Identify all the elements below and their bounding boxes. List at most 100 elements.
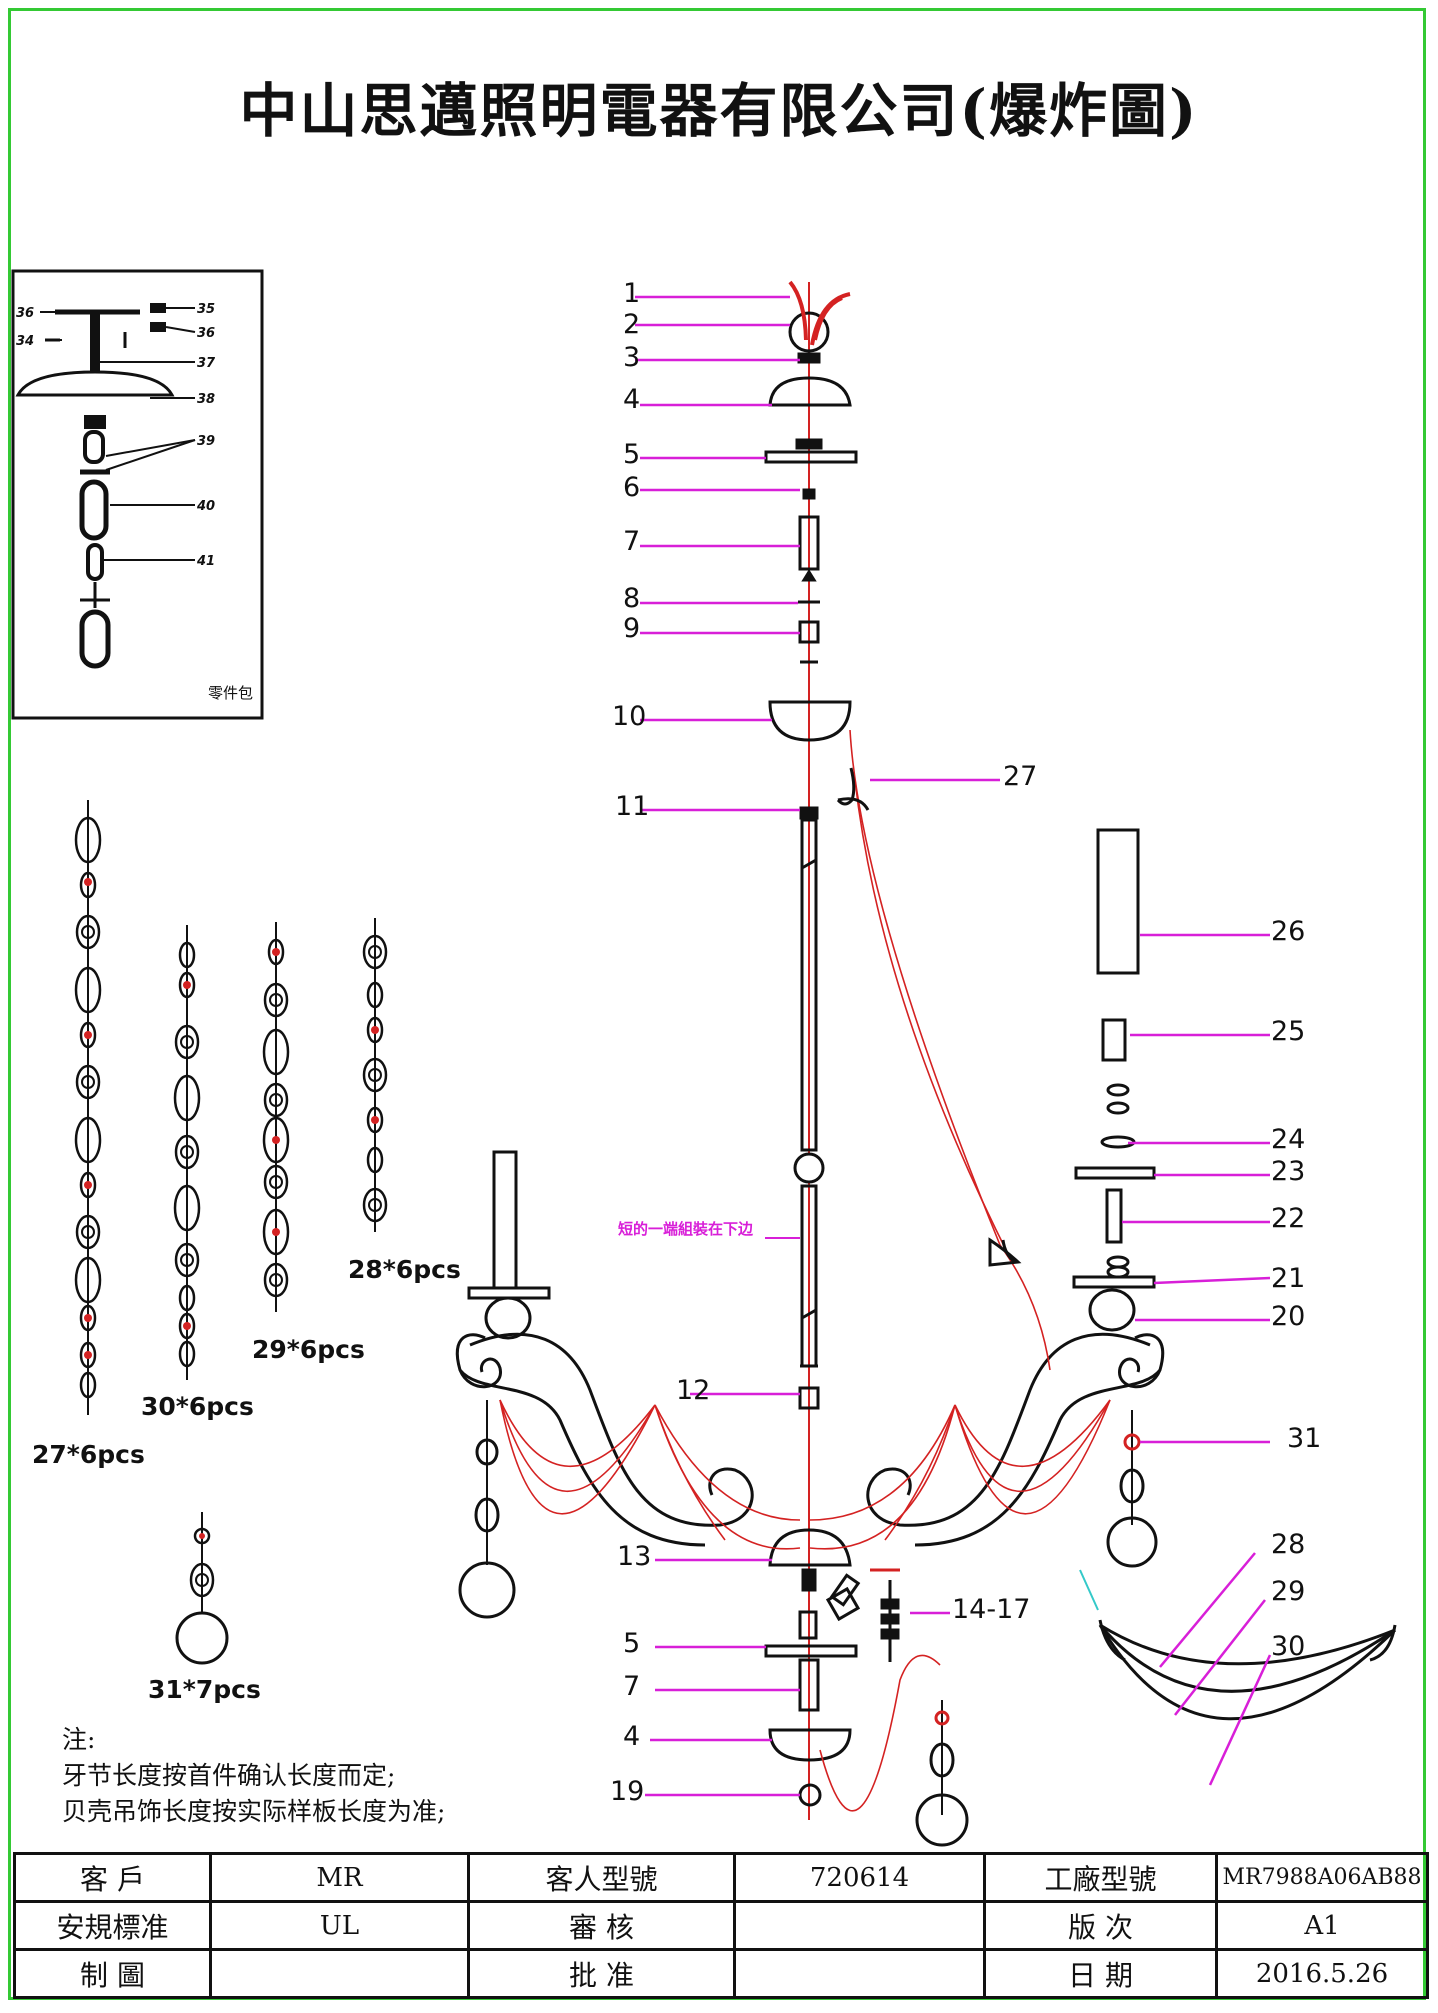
part-label: 2 [623, 309, 640, 340]
note-line: 贝壳吊饰长度按实际样板长度为准; [62, 1797, 446, 1826]
inset-label: 36 [197, 326, 215, 341]
stem-ball [793, 1152, 825, 1184]
part-label: 26 [1271, 916, 1305, 947]
chain-count-label: 27*6pcs [32, 1440, 145, 1469]
part-label: 20 [1271, 1301, 1305, 1332]
canopy-top [768, 376, 852, 407]
center-body [768, 1528, 852, 1567]
approve-value [733, 1948, 986, 1999]
part-label: 3 [623, 342, 640, 373]
inset-label: 34 [16, 334, 34, 349]
socket-parts [825, 1568, 900, 1662]
left-candle-sleeve [492, 1150, 518, 1290]
wire-leads [788, 280, 851, 346]
arms [455, 828, 1165, 1847]
chain-strand-28 [362, 918, 388, 1232]
part-label: 7 [623, 526, 640, 557]
left-scroll [455, 1333, 502, 1389]
inset-nipple [90, 312, 100, 372]
drawn-value [209, 1948, 470, 1999]
version-value: A1 [1215, 1900, 1429, 1951]
title-block-table: 客 戶 MR 客人型號 720614 工廠型號 MR7988A06AB88 安規… [13, 1852, 1429, 1999]
part-label: 25 [1271, 1016, 1305, 1047]
inset-label: 36 [16, 306, 34, 321]
shell-pendants [1079, 1569, 1397, 1721]
cluster-nut [798, 1610, 818, 1640]
part-label: 13 [617, 1541, 651, 1572]
title-block-row: 制 圖 批 准 日 期 2016.5.26 [13, 1948, 1429, 1999]
part-label: 5 [623, 439, 640, 470]
leader-lines [635, 295, 1272, 1797]
assembly-annotation: 短的一端組裝在下边 [618, 1220, 754, 1238]
inset-label: 37 [197, 356, 216, 371]
title-block-row: 客 戶 MR 客人型號 720614 工廠型號 MR7988A06AB88 [13, 1852, 1429, 1903]
customer-label: 客 戶 [13, 1852, 212, 1903]
part-label: 7 [623, 1671, 640, 1702]
part-label: 23 [1271, 1156, 1305, 1187]
review-value [733, 1900, 986, 1951]
chain-strand-30 [173, 925, 201, 1380]
customer-value: MR [209, 1852, 470, 1903]
canopy-cup [768, 700, 852, 742]
date-label: 日 期 [983, 1948, 1218, 1999]
part-label: 1 [623, 278, 640, 309]
drawn-label: 制 圖 [13, 1948, 212, 1999]
page-title: 中山思邁照明電器有限公司(爆炸圖) [239, 77, 1199, 145]
part-label: 12 [676, 1375, 710, 1406]
approve-label: 批 准 [467, 1948, 736, 1999]
part-label: 31 [1287, 1423, 1321, 1454]
part-label: 28 [1271, 1529, 1305, 1560]
inset-border [11, 269, 264, 720]
part-label: 24 [1271, 1124, 1305, 1155]
part-label: 22 [1271, 1203, 1305, 1234]
bottom-cup [768, 1728, 852, 1762]
hardware-kit-inset: 36 35 34 36 37 38 39 40 41 零件包 [11, 269, 264, 720]
inset-label: 35 [197, 302, 215, 317]
inset-label: 41 [196, 554, 215, 569]
part-label: 8 [623, 583, 640, 614]
center-stem [800, 818, 818, 1152]
safety-value: UL [209, 1900, 470, 1951]
part-label: 4 [623, 384, 640, 415]
chain-count-label: 29*6pcs [252, 1335, 365, 1364]
inset-canopy [15, 370, 175, 397]
part-label: 10 [612, 701, 646, 732]
festoon-wires [499, 729, 1111, 1812]
right-scroll [1118, 1333, 1165, 1389]
inset-label: 39 [197, 434, 215, 449]
part-label: 11 [615, 791, 649, 822]
chain-strand-27 [74, 800, 102, 1415]
review-label: 審 核 [467, 1900, 736, 1951]
chain-count-label: 30*6pcs [141, 1392, 254, 1421]
coupler [798, 1386, 820, 1410]
chain-red-beads [84, 878, 379, 1539]
nipple-rod [798, 515, 820, 571]
note-line: 牙节长度按首件确认长度而定; [62, 1761, 396, 1790]
part-label: 30 [1271, 1631, 1305, 1662]
inset-s-hook [79, 479, 109, 541]
part-label: 9 [623, 613, 640, 644]
inset-caption: 零件包 [208, 684, 253, 702]
notes-block: 注: 牙节长度按首件确认长度而定; 贝壳吊饰长度按实际样板长度为准; [62, 1722, 445, 1830]
chain-strand-29 [262, 922, 290, 1312]
customer-model-label: 客人型號 [467, 1852, 736, 1903]
inset-label: 40 [196, 499, 215, 514]
factory-model-value: MR7988A06AB88 [1215, 1852, 1429, 1903]
chain-count-label: 31*7pcs [148, 1675, 261, 1704]
title-block-row: 安規標准 UL 審 核 版 次 A1 [13, 1900, 1429, 1951]
right-candle-sleeve [1096, 828, 1140, 975]
part-label: 19 [610, 1776, 644, 1807]
part-label: 21 [1271, 1263, 1305, 1294]
version-label: 版 次 [983, 1900, 1218, 1951]
loop-ring [788, 311, 830, 353]
chain-count-label: 28*6pcs [348, 1255, 461, 1284]
safety-label: 安規標准 [13, 1900, 212, 1951]
part-label: 27 [1003, 761, 1037, 792]
inset-label: 38 [197, 392, 215, 407]
part-label: 5 [623, 1628, 640, 1659]
part-label: 4 [623, 1721, 640, 1752]
date-value: 2016.5.26 [1215, 1948, 1429, 1999]
customer-model-value: 720614 [733, 1852, 986, 1903]
chain-strand-31 [175, 1512, 229, 1665]
